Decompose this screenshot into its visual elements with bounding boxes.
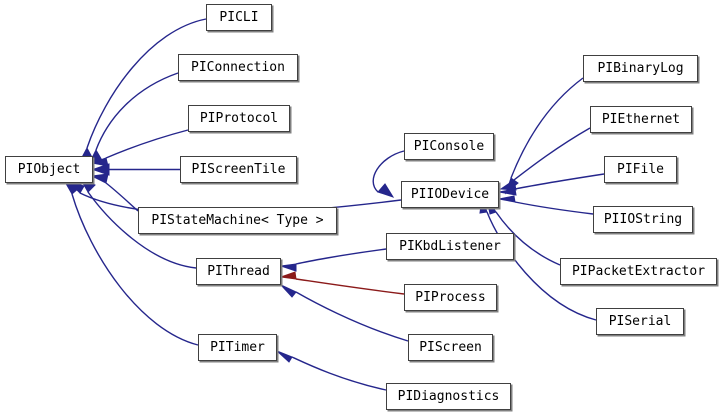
class-node-piiodevice[interactable]: PIIODevice: [401, 181, 499, 208]
class-node-label: PITimer: [210, 340, 265, 355]
edge-piscreentile-to-piobject: [92, 163, 180, 176]
class-node-label: PIIOString: [603, 212, 683, 227]
class-node-pidiagnostics[interactable]: PIDiagnostics: [386, 383, 511, 410]
class-node-label: PIScreen: [419, 340, 482, 355]
edge-piconnection-to-piobject: [88, 72, 179, 165]
class-node-label: PIStateMachine< Type >: [151, 213, 324, 228]
edge-piprocess-to-pithread: [280, 271, 405, 295]
class-node-label: PISerial: [608, 314, 672, 329]
edge-pifile-to-piiodevice: [498, 173, 605, 196]
class-node-label: PIIODevice: [410, 187, 490, 202]
edge-pidiagnostics-to-pitimer: [276, 350, 387, 391]
class-node-label: PIKbdListener: [399, 239, 501, 254]
class-node-pifile[interactable]: PIFile: [604, 156, 677, 183]
edge-piprotocol-to-piobject: [90, 129, 189, 167]
class-node-piscreentile[interactable]: PIScreenTile: [180, 156, 297, 183]
class-node-piethernet[interactable]: PIEthernet: [590, 106, 692, 133]
class-node-piconnection[interactable]: PIConnection: [178, 54, 298, 81]
class-node-label: PIBinaryLog: [597, 61, 684, 76]
class-node-pikbdlistener[interactable]: PIKbdListener: [386, 233, 514, 260]
edge-pitimer-to-piobject: [62, 178, 199, 346]
class-node-label: PIEthernet: [601, 112, 681, 127]
class-node-label: PIConsole: [413, 139, 485, 154]
class-node-pistatemachine[interactable]: PIStateMachine< Type >: [138, 207, 337, 234]
class-node-label: PIFile: [617, 162, 664, 177]
class-node-piserial[interactable]: PISerial: [596, 308, 684, 335]
class-node-label: PIConnection: [191, 60, 285, 75]
class-node-label: PIScreenTile: [191, 162, 286, 177]
class-node-label: PIPacketExtractor: [571, 264, 706, 279]
class-node-piscreen[interactable]: PIScreen: [408, 334, 493, 361]
edge-piiostring-to-piiodevice: [498, 195, 594, 215]
class-node-piprotocol[interactable]: PIProtocol: [188, 105, 290, 132]
class-node-pipacketextractor[interactable]: PIPacketExtractor: [560, 258, 717, 285]
edge-piethernet-to-piiodevice: [499, 127, 591, 191]
edge-piconsole-to-piiodevice: [372, 150, 405, 198]
class-node-picli[interactable]: PICLI: [206, 4, 272, 31]
edge-pistatemachine-to-piobject: [90, 173, 139, 212]
edge-pikbdlistener-to-pithread: [280, 248, 387, 272]
edge-pibinarylog-to-piiodevice: [504, 77, 584, 195]
class-node-pithread[interactable]: PIThread: [196, 258, 281, 285]
class-node-piobject[interactable]: PIObject: [5, 156, 93, 183]
class-node-label: PIProcess: [415, 290, 486, 305]
class-node-piiostring[interactable]: PIIOString: [593, 206, 693, 233]
edge-picli-to-piobject: [78, 18, 207, 164]
class-node-label: PIObject: [17, 162, 81, 177]
class-node-label: PICLI: [219, 10, 259, 25]
class-node-piprocess[interactable]: PIProcess: [404, 284, 497, 311]
class-node-label: PIThread: [207, 264, 270, 279]
class-node-label: PIDiagnostics: [397, 389, 500, 404]
class-node-pibinarylog[interactable]: PIBinaryLog: [583, 55, 698, 82]
class-node-piconsole[interactable]: PIConsole: [404, 133, 494, 160]
class-node-label: PIProtocol: [199, 111, 279, 126]
edge-piscreen-to-pithread: [280, 284, 409, 342]
class-node-pitimer[interactable]: PITimer: [198, 334, 277, 361]
